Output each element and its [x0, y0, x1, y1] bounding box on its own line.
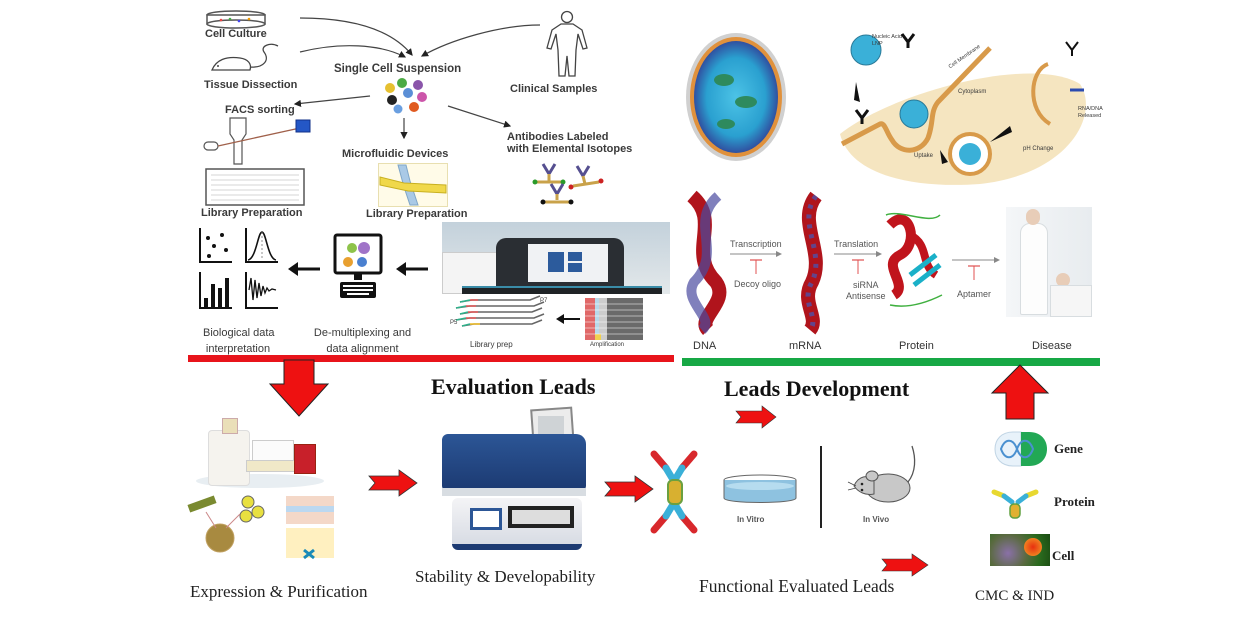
purification-diagram-icon	[187, 495, 334, 560]
mrna-label: mRNA	[789, 340, 822, 352]
distribution-curve-icon	[245, 228, 278, 263]
single-cell-suspension-label: Single Cell Suspension	[334, 63, 462, 75]
right-arrow-icon-1	[368, 469, 418, 497]
big-up-arrow-icon	[990, 364, 1050, 420]
aptamer-arrow	[952, 257, 1000, 280]
in-vivo-label: In Vivo	[863, 515, 890, 524]
vitro-vivo-divider	[820, 446, 822, 528]
dna-label: DNA	[693, 340, 717, 352]
protein-antibody-icon	[991, 489, 1039, 519]
cell-culture-label: Cell Culture	[205, 28, 267, 40]
microfluidic-chip-icon	[378, 163, 448, 207]
facs-sorting-label: FACS sorting	[225, 104, 295, 116]
petri-dish-icon	[206, 10, 266, 29]
stability-instrument-image	[440, 406, 590, 550]
mrna-strand-icon	[801, 191, 823, 335]
cytoplasm-label: Cytoplasm	[958, 89, 987, 95]
biological-data-line-1: Biological data	[203, 327, 275, 339]
arrow-left-icon-3	[556, 314, 580, 324]
evaluation-leads-heading: Evaluation Leads	[431, 374, 596, 399]
bar-chart-icon	[199, 272, 232, 309]
doctor-patient-image	[1006, 207, 1092, 317]
labeled-antibodies-icon	[532, 163, 604, 205]
lipid-nanoparticle-icon	[686, 33, 786, 161]
cmc-ind-caption: CMC & IND	[975, 588, 1055, 604]
facs-device-icon	[203, 117, 311, 165]
library-preparation-label-1: Library Preparation	[201, 207, 303, 219]
cell-cluster-icon	[385, 78, 427, 114]
tissue-dissection-label: Tissue Dissection	[204, 79, 298, 91]
expression-purification-caption: Expression & Purification	[190, 582, 368, 601]
uptake-label: Uptake	[914, 153, 934, 159]
p7-label: P7	[540, 298, 548, 304]
disease-label: Disease	[1032, 340, 1072, 352]
amplification-label: Amplification	[590, 342, 625, 348]
sirna-line: siRNA	[853, 280, 879, 290]
demultiplexing-line-1: De-multiplexing and	[313, 327, 412, 339]
microfluidic-devices-label: Microfluidic Devices	[342, 148, 449, 160]
nucleic-acid-lnp-line-2: LNP	[872, 41, 883, 47]
transcription-label: Transcription	[730, 239, 782, 249]
big-down-arrow-icon	[268, 359, 330, 417]
well-plate-icon	[205, 168, 305, 206]
library-preparation-label-2: Library Preparation	[366, 208, 468, 220]
gene-capsule-icon	[994, 431, 1047, 467]
antibody-icon	[650, 450, 698, 534]
p5-label: P5	[450, 320, 458, 326]
right-arrow-icon-2	[604, 475, 654, 503]
scatter-plot-icon	[199, 228, 232, 263]
rna-dna-line-1: RNA/DNA	[1078, 106, 1103, 112]
red-divider-bar	[188, 355, 674, 362]
in-vitro-label: In Vitro	[737, 515, 765, 524]
decoy-oligo-label: Decoy oligo	[734, 279, 782, 289]
arrow-left-icon	[288, 262, 320, 276]
antibodies-labeled-line-2: with Elemental Isotopes	[507, 143, 633, 155]
translation-arrow	[834, 251, 882, 274]
gene-label: Gene	[1054, 441, 1083, 456]
expression-apparatus-image	[196, 412, 326, 492]
in-vitro-dish-icon	[723, 474, 797, 503]
cell-image	[990, 534, 1050, 566]
transcription-arrow	[730, 251, 782, 274]
demultiplexing-line-2: data alignment	[326, 343, 399, 355]
protein-label: Protein	[899, 340, 934, 352]
right-arrow-icon-4	[881, 553, 929, 577]
green-divider-bar	[682, 358, 1100, 366]
biological-data-line-2: interpretation	[205, 343, 271, 355]
demultiplexing-label: De-multiplexing and data alignment	[310, 325, 415, 357]
dna-helix-icon	[686, 190, 727, 335]
cell-modality-label: Cell	[1052, 548, 1075, 563]
stability-developability-caption: Stability & Developability	[415, 567, 596, 586]
signal-decay-icon	[245, 272, 278, 309]
right-arrow-icon-3	[735, 405, 777, 429]
rna-dna-line-2: Released	[1078, 113, 1102, 119]
computer-monitor-icon	[333, 233, 383, 298]
flow-arrows	[293, 17, 541, 140]
library-prep-label: Library prep	[470, 340, 513, 349]
functional-evaluated-leads-caption: Functional Evaluated Leads	[699, 576, 895, 596]
sequencer-image	[442, 222, 670, 294]
leads-development-heading: Leads Development	[724, 376, 910, 401]
library-prep-strands-icon	[455, 295, 545, 327]
rna-dna-released-label: RNA/DNA Released	[1078, 106, 1103, 120]
aptamer-label: Aptamer	[957, 289, 992, 299]
translation-label: Translation	[834, 239, 879, 249]
protein-structure-icon	[885, 212, 943, 307]
biological-data-label: Biological data interpretation	[203, 325, 275, 357]
in-vivo-mouse-icon	[847, 445, 916, 503]
sirna-antisense-label: siRNA Antisense	[846, 280, 886, 302]
antibodies-labeled-line-1: Antibodies Labeled	[507, 131, 609, 143]
antibodies-labeled-label: Antibodies Labeled with Elemental Isotop…	[507, 131, 632, 155]
ph-change-label: pH Change	[1023, 146, 1054, 152]
nucleic-acid-lnp-line-1: Nucleic Acid-	[872, 34, 904, 40]
arrow-left-icon-2	[396, 262, 428, 276]
mouse-outline-icon	[211, 43, 279, 71]
clinical-samples-label: Clinical Samples	[510, 83, 598, 95]
nucleic-acid-lnp-label: Nucleic Acid- LNP	[872, 34, 904, 48]
protein-modality-label: Protein	[1054, 494, 1095, 509]
antisense-line: Antisense	[846, 291, 886, 301]
lnp-uptake-diagram	[840, 33, 1086, 185]
amplification-grid-icon	[585, 298, 643, 340]
human-outline-icon	[546, 10, 588, 77]
